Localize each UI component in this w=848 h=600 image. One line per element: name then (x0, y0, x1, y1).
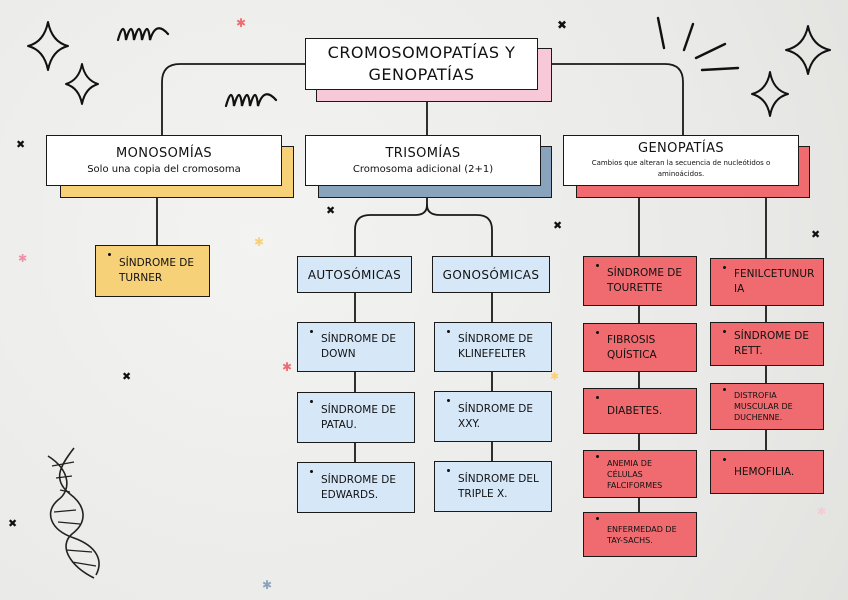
item-label: SÍNDROME DEL TRIPLE X. (458, 472, 539, 500)
bullet-icon (596, 455, 599, 458)
small-star-marks: ✱ ✖ ✖ ✖ ✖ ✱ ✖ ✱ ✱ ✖ ✱ ✖ ✱ ✱ (8, 16, 826, 592)
item-label: FIBROSIS QUÍSTICA (607, 333, 657, 361)
list-item-triple-x: SÍNDROME DEL TRIPLE X. (434, 461, 552, 512)
trisomias-subtitle: Cromosoma adicional (2+1) (352, 164, 494, 175)
item-label: SÍNDROME DE RETT. (734, 330, 810, 357)
list-item-fibrosis: FIBROSIS QUÍSTICA (583, 323, 697, 372)
main-title-box: CROMOSOMOPATÍAS Y GENOPATÍAS (305, 38, 538, 90)
connector-title-monosomias (161, 63, 306, 136)
dna-helix-icon (47, 447, 100, 579)
monosomias-box: MONOSOMÍAS Solo una copia del cromosoma (46, 135, 282, 186)
autosomicas-title: AUTOSÓMICAS (307, 267, 402, 282)
item-label: ANEMIA DE CÉLULAS FALCIFORMES (607, 458, 663, 490)
list-item-edwards: SÍNDROME DE EDWARDS. (297, 462, 415, 513)
svg-text:✖: ✖ (553, 219, 562, 232)
item-label: SÍNDROME DE PATAU. (321, 403, 397, 431)
svg-text:✖: ✖ (16, 138, 25, 151)
svg-text:✖: ✖ (326, 204, 335, 217)
list-item-xxy: SÍNDROME DE XXY. (434, 391, 552, 442)
svg-text:✖: ✖ (8, 517, 17, 530)
bullet-icon (596, 517, 599, 520)
svg-text:✱: ✱ (282, 360, 292, 374)
svg-text:✖: ✖ (557, 18, 567, 32)
gonosomicas-title: GONOSÓMICAS (442, 267, 540, 282)
bullet-icon (310, 470, 313, 473)
trisomias-box: TRISOMÍAS Cromosoma adicional (2+1) (305, 135, 541, 186)
monosomias-title: MONOSOMÍAS (115, 146, 213, 161)
list-item-diabetes: DIABETES. (583, 388, 697, 434)
list-item-hemofilia: HEMOFILIA. (710, 450, 824, 494)
sparkle-decorations (27, 21, 831, 117)
list-item-fenilcetonuria: FENILCETUNURIA (710, 258, 824, 306)
bullet-icon (447, 399, 450, 402)
connector-title-genopatias (551, 63, 684, 136)
svg-text:✱: ✱ (18, 252, 27, 265)
bullet-icon (310, 330, 313, 333)
bullet-icon (310, 400, 313, 403)
monosomias-subtitle: Solo una copia del cromosoma (87, 164, 241, 175)
list-item-klinefelter: SÍNDROME DE KLINEFELTER (434, 322, 552, 372)
item-label: SÍNDROME DE KLINEFELTER (458, 333, 534, 360)
loop-doodles (116, 27, 278, 108)
gonosomicas-box: GONOSÓMICAS (432, 256, 550, 293)
bullet-icon (447, 330, 450, 333)
bullet-icon (723, 266, 726, 269)
list-item-tay-sachs: ENFERMEDAD DE TAY-SACHS. (583, 512, 697, 557)
connector-trisomias-auto (354, 197, 428, 257)
bullet-icon (596, 396, 599, 399)
item-label: SÍNDROME DE TOURETTE (607, 267, 683, 294)
list-item-patau: SÍNDROME DE PATAU. (297, 392, 415, 443)
svg-text:✱: ✱ (550, 370, 559, 383)
genopatias-subtitle: Cambios que alteran la secuencia de nucl… (591, 159, 771, 178)
svg-text:✖: ✖ (811, 228, 820, 241)
autosomicas-box: AUTOSÓMICAS (297, 256, 412, 293)
item-label: HEMOFILIA. (734, 465, 795, 478)
list-item-duchenne: DISTROFIA MUSCULAR DE DUCHENNE. (710, 383, 824, 430)
svg-text:✖: ✖ (122, 370, 131, 383)
ray-doodles (656, 16, 740, 72)
item-label: DISTROFIA MUSCULAR DE DUCHENNE. (734, 391, 793, 422)
item-label: FENILCETUNURIA (734, 268, 815, 295)
item-label: DIABETES. (607, 404, 663, 417)
item-label: SÍNDROME DE EDWARDS. (321, 473, 397, 501)
list-item-down: SÍNDROME DE DOWN (297, 322, 415, 372)
item-label: SÍNDROME DE TURNER (119, 257, 195, 284)
main-title-line1: CROMOSOMOPATÍAS Y (327, 43, 516, 62)
svg-text:✱: ✱ (262, 578, 272, 592)
list-item-tourette: SÍNDROME DE TOURETTE (583, 256, 697, 306)
list-item-turner: SÍNDROME DE TURNER (95, 245, 210, 297)
connector-trisomias-gono (426, 204, 493, 257)
item-label: ENFERMEDAD DE TAY-SACHS. (607, 524, 677, 545)
item-label: SÍNDROME DE DOWN (321, 333, 397, 360)
main-title-line2: GENOPATÍAS (368, 65, 475, 84)
svg-text:✱: ✱ (817, 505, 826, 518)
bullet-icon (596, 331, 599, 334)
genopatias-box: GENOPATÍAS Cambios que alteran la secuen… (563, 135, 799, 186)
genopatias-title: GENOPATÍAS (637, 141, 725, 156)
bullet-icon (723, 388, 726, 391)
svg-text:✱: ✱ (236, 16, 246, 30)
list-item-rett: SÍNDROME DE RETT. (710, 322, 824, 366)
bullet-icon (723, 458, 726, 461)
bullet-icon (723, 330, 726, 333)
bullet-icon (596, 264, 599, 267)
trisomias-title: TRISOMÍAS (385, 146, 461, 161)
svg-text:✱: ✱ (254, 235, 264, 249)
bullet-icon (447, 469, 450, 472)
list-item-anemia: ANEMIA DE CÉLULAS FALCIFORMES (583, 450, 697, 498)
item-label: SÍNDROME DE XXY. (458, 402, 534, 430)
bullet-icon (108, 253, 111, 256)
